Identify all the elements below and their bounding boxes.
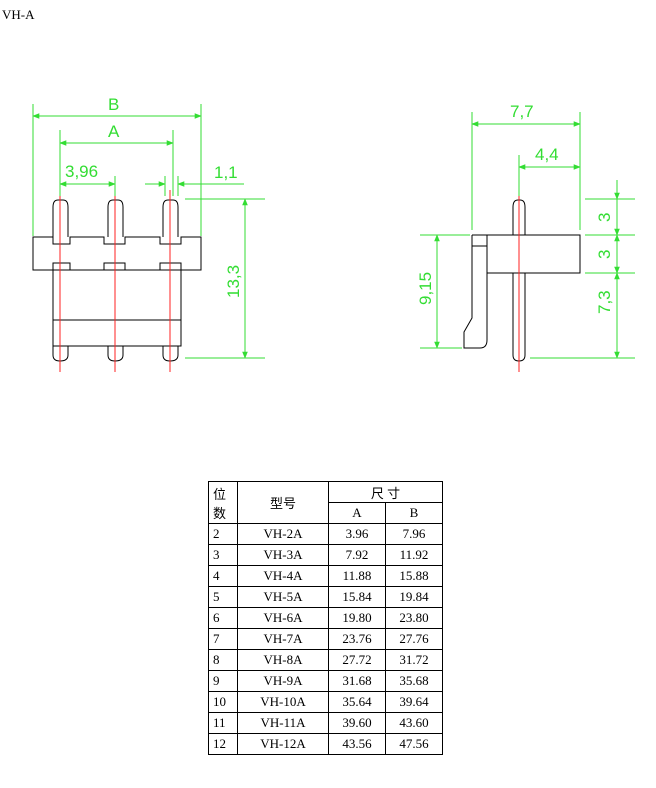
dim-pin-label: 1,1 [214, 163, 238, 182]
dim-mid-label: 3 [595, 250, 614, 259]
row-b: 43.60 [385, 712, 443, 734]
dim-bottom-label: 7,3 [595, 290, 614, 314]
row-a: 27.72 [328, 649, 386, 671]
row-a: 15.84 [328, 586, 386, 608]
row-model: VH-5A [237, 586, 329, 608]
row-position: 10 [208, 691, 238, 713]
row-b: 31.72 [385, 649, 443, 671]
row-model: VH-11A [237, 712, 329, 734]
row-a: 31.68 [328, 670, 386, 692]
row-b: 7.96 [385, 523, 443, 545]
row-position: 12 [208, 733, 238, 755]
row-position: 5 [208, 586, 238, 608]
row-position: 6 [208, 607, 238, 629]
header-b: B [385, 502, 443, 524]
row-b: 15.88 [385, 565, 443, 587]
row-position: 2 [208, 523, 238, 545]
front-dimensions [32, 104, 265, 359]
row-a: 39.60 [328, 712, 386, 734]
row-model: VH-2A [237, 523, 329, 545]
row-a: 19.80 [328, 607, 386, 629]
dim-b-label: B [108, 95, 119, 114]
row-position: 9 [208, 670, 238, 692]
row-b: 23.80 [385, 607, 443, 629]
row-model: VH-3A [237, 544, 329, 566]
drawing-title: VH-A [2, 7, 35, 22]
row-position: 11 [208, 712, 238, 734]
row-position: 7 [208, 628, 238, 650]
table-header-row: 位 数 型号 尺 寸 [208, 481, 443, 524]
technical-drawing: B A 3,96 1,1 13,3 7,7 4,4 3 [32, 95, 635, 372]
row-model: VH-12A [237, 733, 329, 755]
row-b: 27.76 [385, 628, 443, 650]
header-size: 尺 寸 [328, 481, 443, 503]
dim-top-label: 3 [595, 213, 614, 222]
row-a: 23.76 [328, 628, 386, 650]
row-b: 47.56 [385, 733, 443, 755]
housing-top-profile [32, 236, 202, 271]
row-a: 35.64 [328, 691, 386, 713]
row-model: VH-7A [237, 628, 329, 650]
dim-pin-offset-label: 4,4 [535, 145, 559, 164]
row-b: 11.92 [385, 544, 443, 566]
side-view [463, 199, 581, 362]
row-b: 39.64 [385, 691, 443, 713]
dim-pitch-label: 3,96 [65, 162, 98, 181]
side-housing-block [472, 234, 581, 274]
dim-height-label: 13,3 [224, 265, 243, 298]
row-position: 4 [208, 565, 238, 587]
row-a: 3.96 [328, 523, 386, 545]
header-position: 位 数 [208, 481, 238, 524]
side-latch [463, 246, 488, 349]
row-b: 35.68 [385, 670, 443, 692]
row-a: 43.56 [328, 733, 386, 755]
row-model: VH-8A [237, 649, 329, 671]
row-model: VH-9A [237, 670, 329, 692]
header-a: A [328, 502, 386, 524]
row-position: 8 [208, 649, 238, 671]
row-a: 11.88 [328, 565, 386, 587]
front-centerlines [59, 190, 171, 372]
dim-width-label: 7,7 [510, 102, 534, 121]
housing-body [52, 269, 182, 347]
header-model: 型号 [237, 481, 329, 524]
row-model: VH-10A [237, 691, 329, 713]
dim-a-label: A [108, 122, 120, 141]
front-view [32, 199, 202, 362]
row-model: VH-4A [237, 565, 329, 587]
row-b: 19.84 [385, 586, 443, 608]
row-a: 7.92 [328, 544, 386, 566]
side-dimensions [420, 112, 635, 359]
row-position: 3 [208, 544, 238, 566]
dim-latch-label: 9,15 [416, 272, 435, 305]
row-model: VH-6A [237, 607, 329, 629]
